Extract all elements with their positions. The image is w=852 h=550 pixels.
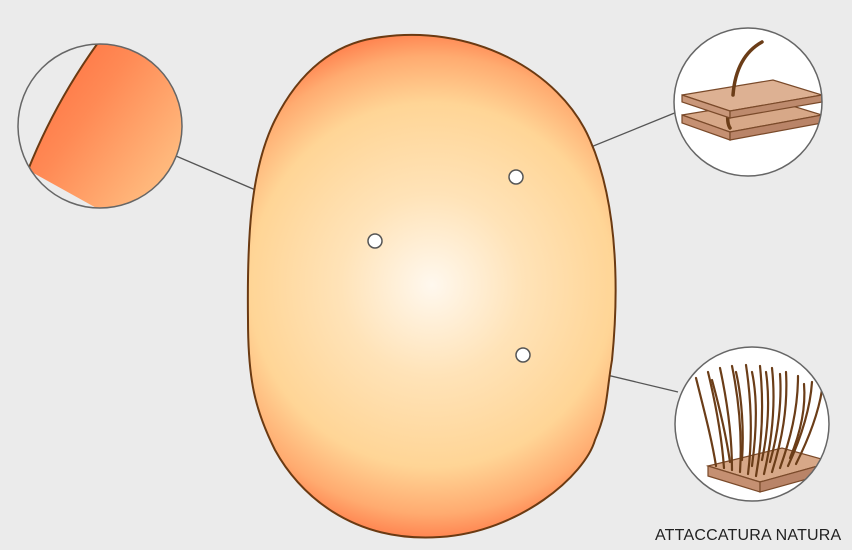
zoom-layer-hair: [673, 27, 823, 177]
marker-dot-bottom-right: [515, 347, 531, 363]
zoom-hair-base: [674, 346, 830, 502]
natural-hairline-caption: ATTACCATURA NATURA: [655, 527, 842, 544]
scalp-shape: [246, 33, 617, 539]
marker-dot-top-right: [508, 169, 524, 185]
marker-dot-left: [367, 233, 383, 249]
dense-hair-on-base-icon: [694, 363, 829, 493]
single-hair-through-layers-icon: [681, 40, 822, 141]
zoom-scalp-edge: [17, 43, 183, 209]
